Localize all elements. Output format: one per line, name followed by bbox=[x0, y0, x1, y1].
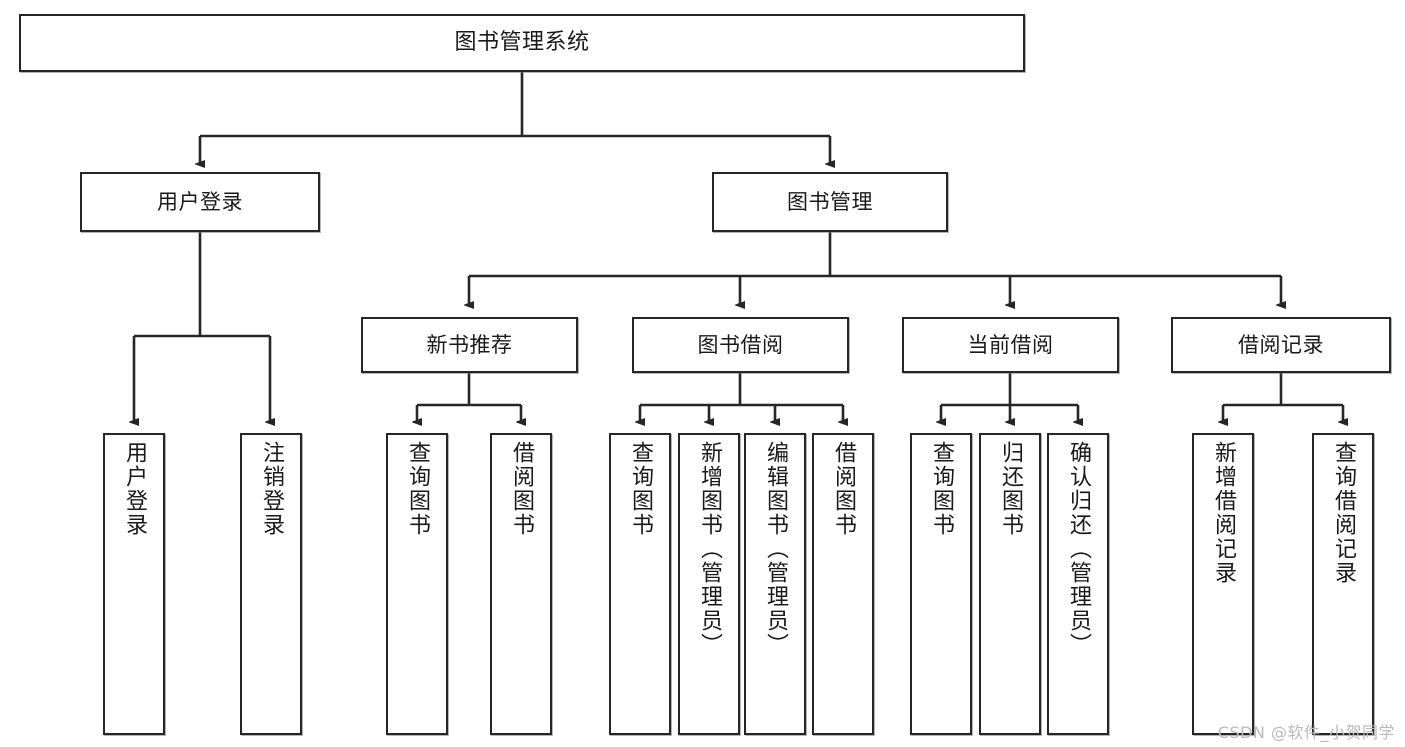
node-book-borrowing[interactable]: 图书借阅 bbox=[632, 317, 849, 373]
node-label: 当前借阅 bbox=[967, 332, 1054, 357]
node-label: 新增借阅记录 bbox=[1211, 441, 1236, 585]
node-label: 用户登录 bbox=[157, 189, 243, 214]
node-label: 图书管理 bbox=[787, 189, 873, 214]
node-label: 查询图书 bbox=[628, 441, 653, 537]
node-label: 借阅记录 bbox=[1238, 332, 1324, 357]
node-borrow-records[interactable]: 借阅记录 bbox=[1171, 317, 1391, 373]
leaf-borrow-query-book[interactable]: 查询图书 bbox=[609, 433, 671, 735]
leaf-new-book-query[interactable]: 查询图书 bbox=[386, 433, 448, 735]
node-label: 查询图书 bbox=[929, 441, 954, 537]
leaf-user-login-logout[interactable]: 注销登录 bbox=[240, 433, 302, 735]
node-label: 归还图书 bbox=[998, 441, 1023, 537]
leaf-current-confirm-return-admin[interactable]: 确认归还（管理员） bbox=[1047, 433, 1109, 735]
leaf-current-query-book[interactable]: 查询图书 bbox=[910, 433, 972, 735]
leaf-current-return-book[interactable]: 归还图书 bbox=[979, 433, 1041, 735]
node-label: 新书推荐 bbox=[426, 332, 513, 357]
node-label: 注销登录 bbox=[259, 441, 284, 537]
node-label: 编辑图书（管理员） bbox=[763, 441, 788, 657]
watermark-text: CSDN @软件_小贺同学 bbox=[1217, 723, 1395, 742]
leaf-borrow-edit-book-admin[interactable]: 编辑图书（管理员） bbox=[744, 433, 806, 735]
leaf-user-login-login[interactable]: 用户登录 bbox=[103, 433, 165, 735]
leaf-records-query-record[interactable]: 查询借阅记录 bbox=[1312, 433, 1374, 735]
leaf-borrow-add-book-admin[interactable]: 新增图书（管理员） bbox=[678, 433, 740, 735]
node-label: 借阅图书 bbox=[831, 441, 856, 537]
node-label: 查询图书 bbox=[405, 441, 430, 537]
node-label: 图书管理系统 bbox=[454, 30, 590, 56]
leaf-borrow-borrow-book[interactable]: 借阅图书 bbox=[812, 433, 874, 735]
node-label: 新增图书（管理员） bbox=[697, 441, 722, 657]
node-label: 查询借阅记录 bbox=[1331, 441, 1356, 585]
node-new-book-recommendation[interactable]: 新书推荐 bbox=[361, 317, 578, 373]
leaf-records-add-record[interactable]: 新增借阅记录 bbox=[1192, 433, 1254, 735]
node-book-management[interactable]: 图书管理 bbox=[712, 172, 948, 232]
node-label: 借阅图书 bbox=[509, 441, 534, 537]
node-label: 用户登录 bbox=[122, 441, 147, 537]
node-label: 确认归还（管理员） bbox=[1066, 441, 1091, 657]
leaf-new-book-borrow[interactable]: 借阅图书 bbox=[490, 433, 552, 735]
node-user-login[interactable]: 用户登录 bbox=[80, 172, 320, 232]
node-root-system[interactable]: 图书管理系统 bbox=[19, 14, 1025, 72]
node-current-borrowing[interactable]: 当前借阅 bbox=[902, 317, 1119, 373]
node-label: 图书借阅 bbox=[697, 332, 784, 357]
